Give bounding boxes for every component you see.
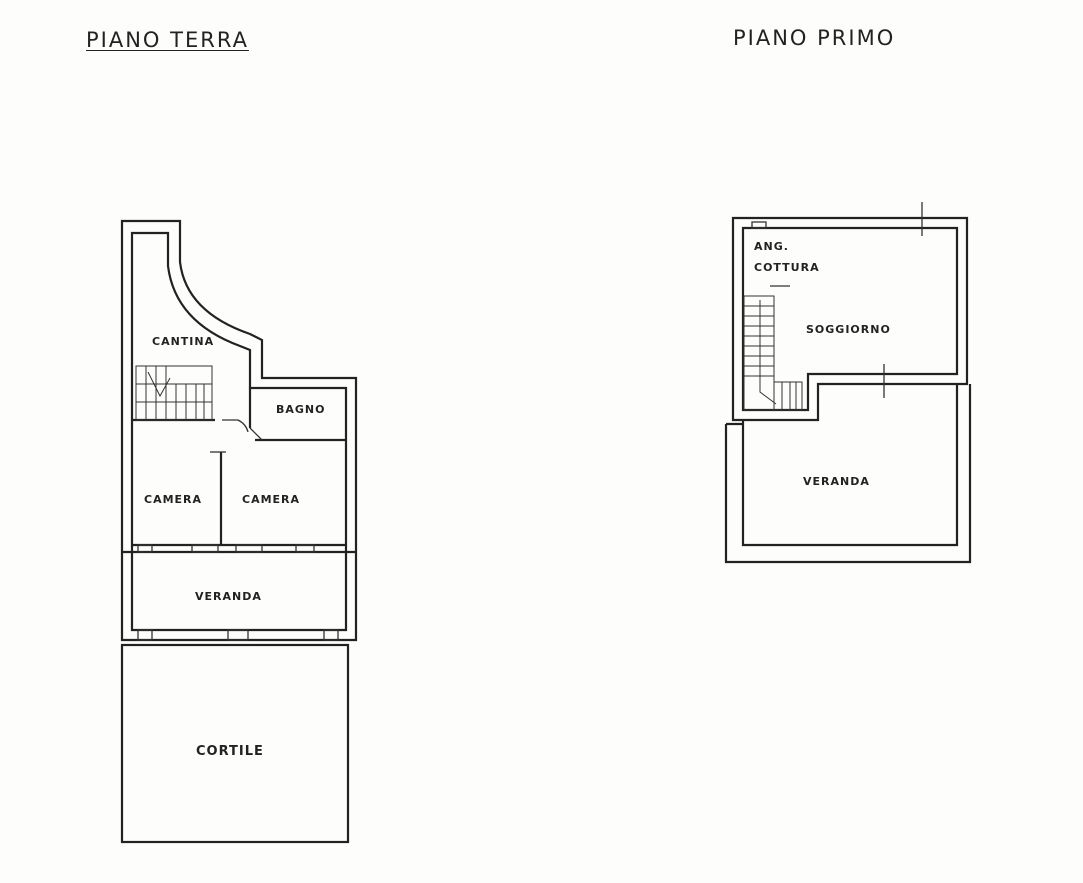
- label-camera-left: CAMERA: [144, 493, 202, 506]
- first-veranda-outline: [724, 384, 972, 564]
- first-outer-wall: [731, 216, 969, 422]
- cortile-outline: [120, 643, 350, 844]
- window-3: [235, 544, 263, 553]
- label-ang: ANG.: [754, 240, 789, 253]
- ground-inner-wall: [130, 231, 348, 632]
- label-veranda-ground: VERANDA: [195, 590, 262, 603]
- bagno-door-swing: [249, 427, 263, 441]
- first-floor-title: PIANO PRIMO: [733, 26, 896, 50]
- ground-floor-title: PIANO TERRA: [86, 28, 249, 52]
- window-2: [191, 544, 219, 553]
- label-veranda-first: VERANDA: [803, 475, 870, 488]
- corridor-door: [222, 419, 249, 433]
- label-cortile: CORTILE: [196, 744, 264, 759]
- first-floor-plan: ANG. COTTURA SOGGIORNO VERANDA: [724, 202, 972, 564]
- label-cantina: CANTINA: [152, 335, 214, 348]
- label-cottura: COTTURA: [754, 261, 820, 274]
- first-top-opening: [751, 221, 767, 229]
- veranda-window-1: [137, 629, 153, 641]
- window-1: [137, 544, 153, 553]
- ground-floor-plan: CANTINA BAGNO CAMERA CAMERA VERANDA CORT…: [120, 219, 358, 844]
- label-bagno: BAGNO: [276, 403, 325, 416]
- first-inner-wall: [741, 226, 959, 412]
- first-veranda-inner: [741, 384, 959, 547]
- label-camera-right: CAMERA: [242, 493, 300, 506]
- label-soggiorno: SOGGIORNO: [806, 323, 891, 336]
- window-4: [295, 544, 315, 553]
- veranda-window-3: [323, 629, 339, 641]
- veranda-window-2: [227, 629, 249, 641]
- first-stair: [743, 295, 803, 411]
- ground-outer-wall: [120, 219, 358, 642]
- ground-stair: [135, 365, 213, 421]
